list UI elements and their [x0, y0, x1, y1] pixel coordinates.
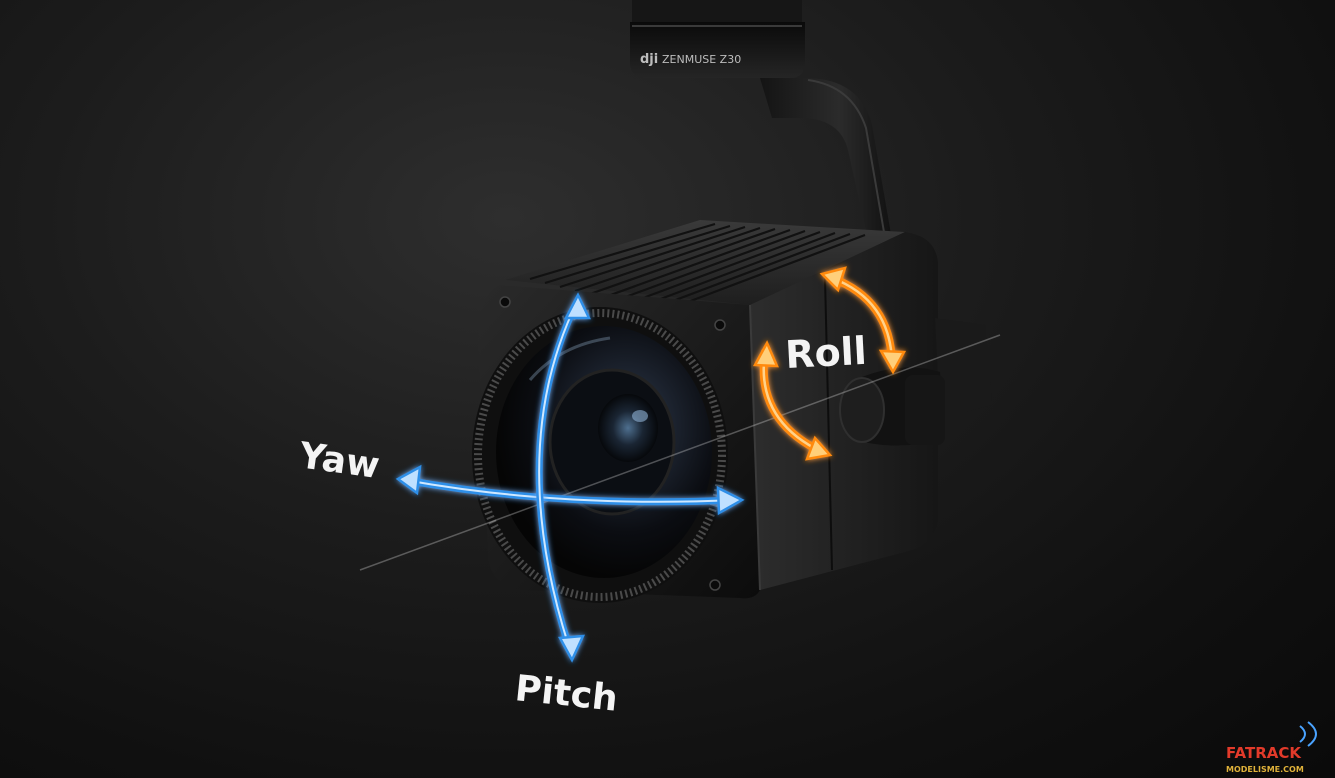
model-label: ZENMUSE Z30 — [662, 53, 741, 66]
yaw-label: Yaw — [296, 435, 382, 487]
camera-lens — [472, 307, 728, 603]
watermark-logo: FATRACK MODELISME.COM — [1226, 721, 1317, 774]
light-streak — [359, 334, 1001, 571]
gimbal-arm — [760, 78, 892, 248]
roll-arrow-bottom — [752, 340, 833, 461]
watermark-line2: MODELISME.COM — [1226, 765, 1304, 774]
watermark-line1: FATRACK — [1226, 744, 1302, 762]
yaw-arrow — [395, 464, 745, 516]
pitch-label: Pitch — [513, 668, 620, 720]
brand-logo: dji — [640, 52, 658, 67]
pitch-arrow — [535, 292, 591, 663]
roll-arrow-top — [819, 266, 907, 375]
gimbal-mount: dji ZENMUSE Z30 — [630, 0, 805, 78]
roll-label: Roll — [784, 329, 868, 377]
